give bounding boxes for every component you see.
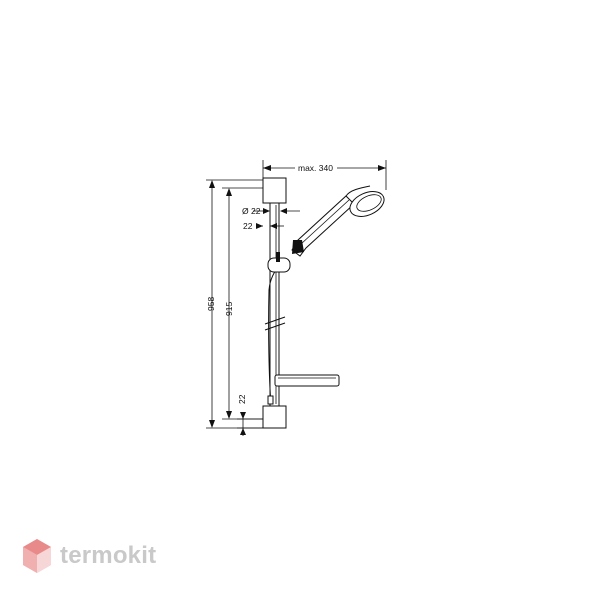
- watermark-brand-text: termokit: [60, 542, 157, 569]
- soap-dish-shelf: [274, 374, 340, 387]
- bottom-wall-bracket: [262, 405, 287, 429]
- top-wall-bracket: [262, 177, 287, 204]
- termokit-watermark: termokit: [22, 536, 156, 576]
- dimension-label-overall-height: 958: [206, 297, 216, 311]
- dimension-label-rail-diameter: Ø 22: [242, 206, 261, 216]
- rail-break-mark: [264, 316, 286, 325]
- dimension-label-bottom-offset: 22: [237, 394, 247, 404]
- dimension-wall-offset: 22: [243, 221, 284, 231]
- dimension-rail-diameter: Ø 22: [242, 206, 300, 216]
- dimension-max-reach: max. 340: [262, 160, 387, 190]
- dimension-label-wall-offset: 22: [243, 221, 253, 231]
- shower-head: [349, 191, 385, 217]
- dimension-bottom-offset: 22: [237, 394, 263, 436]
- dimension-label-bracket-spacing: 915: [224, 302, 234, 316]
- hand-shower: [291, 185, 385, 257]
- dimension-overall-height: 958: [206, 179, 263, 429]
- termokit-logo-icon: [23, 539, 51, 573]
- dimension-label-max-reach: max. 340: [298, 163, 333, 173]
- shower-rail-assembly: [262, 177, 385, 429]
